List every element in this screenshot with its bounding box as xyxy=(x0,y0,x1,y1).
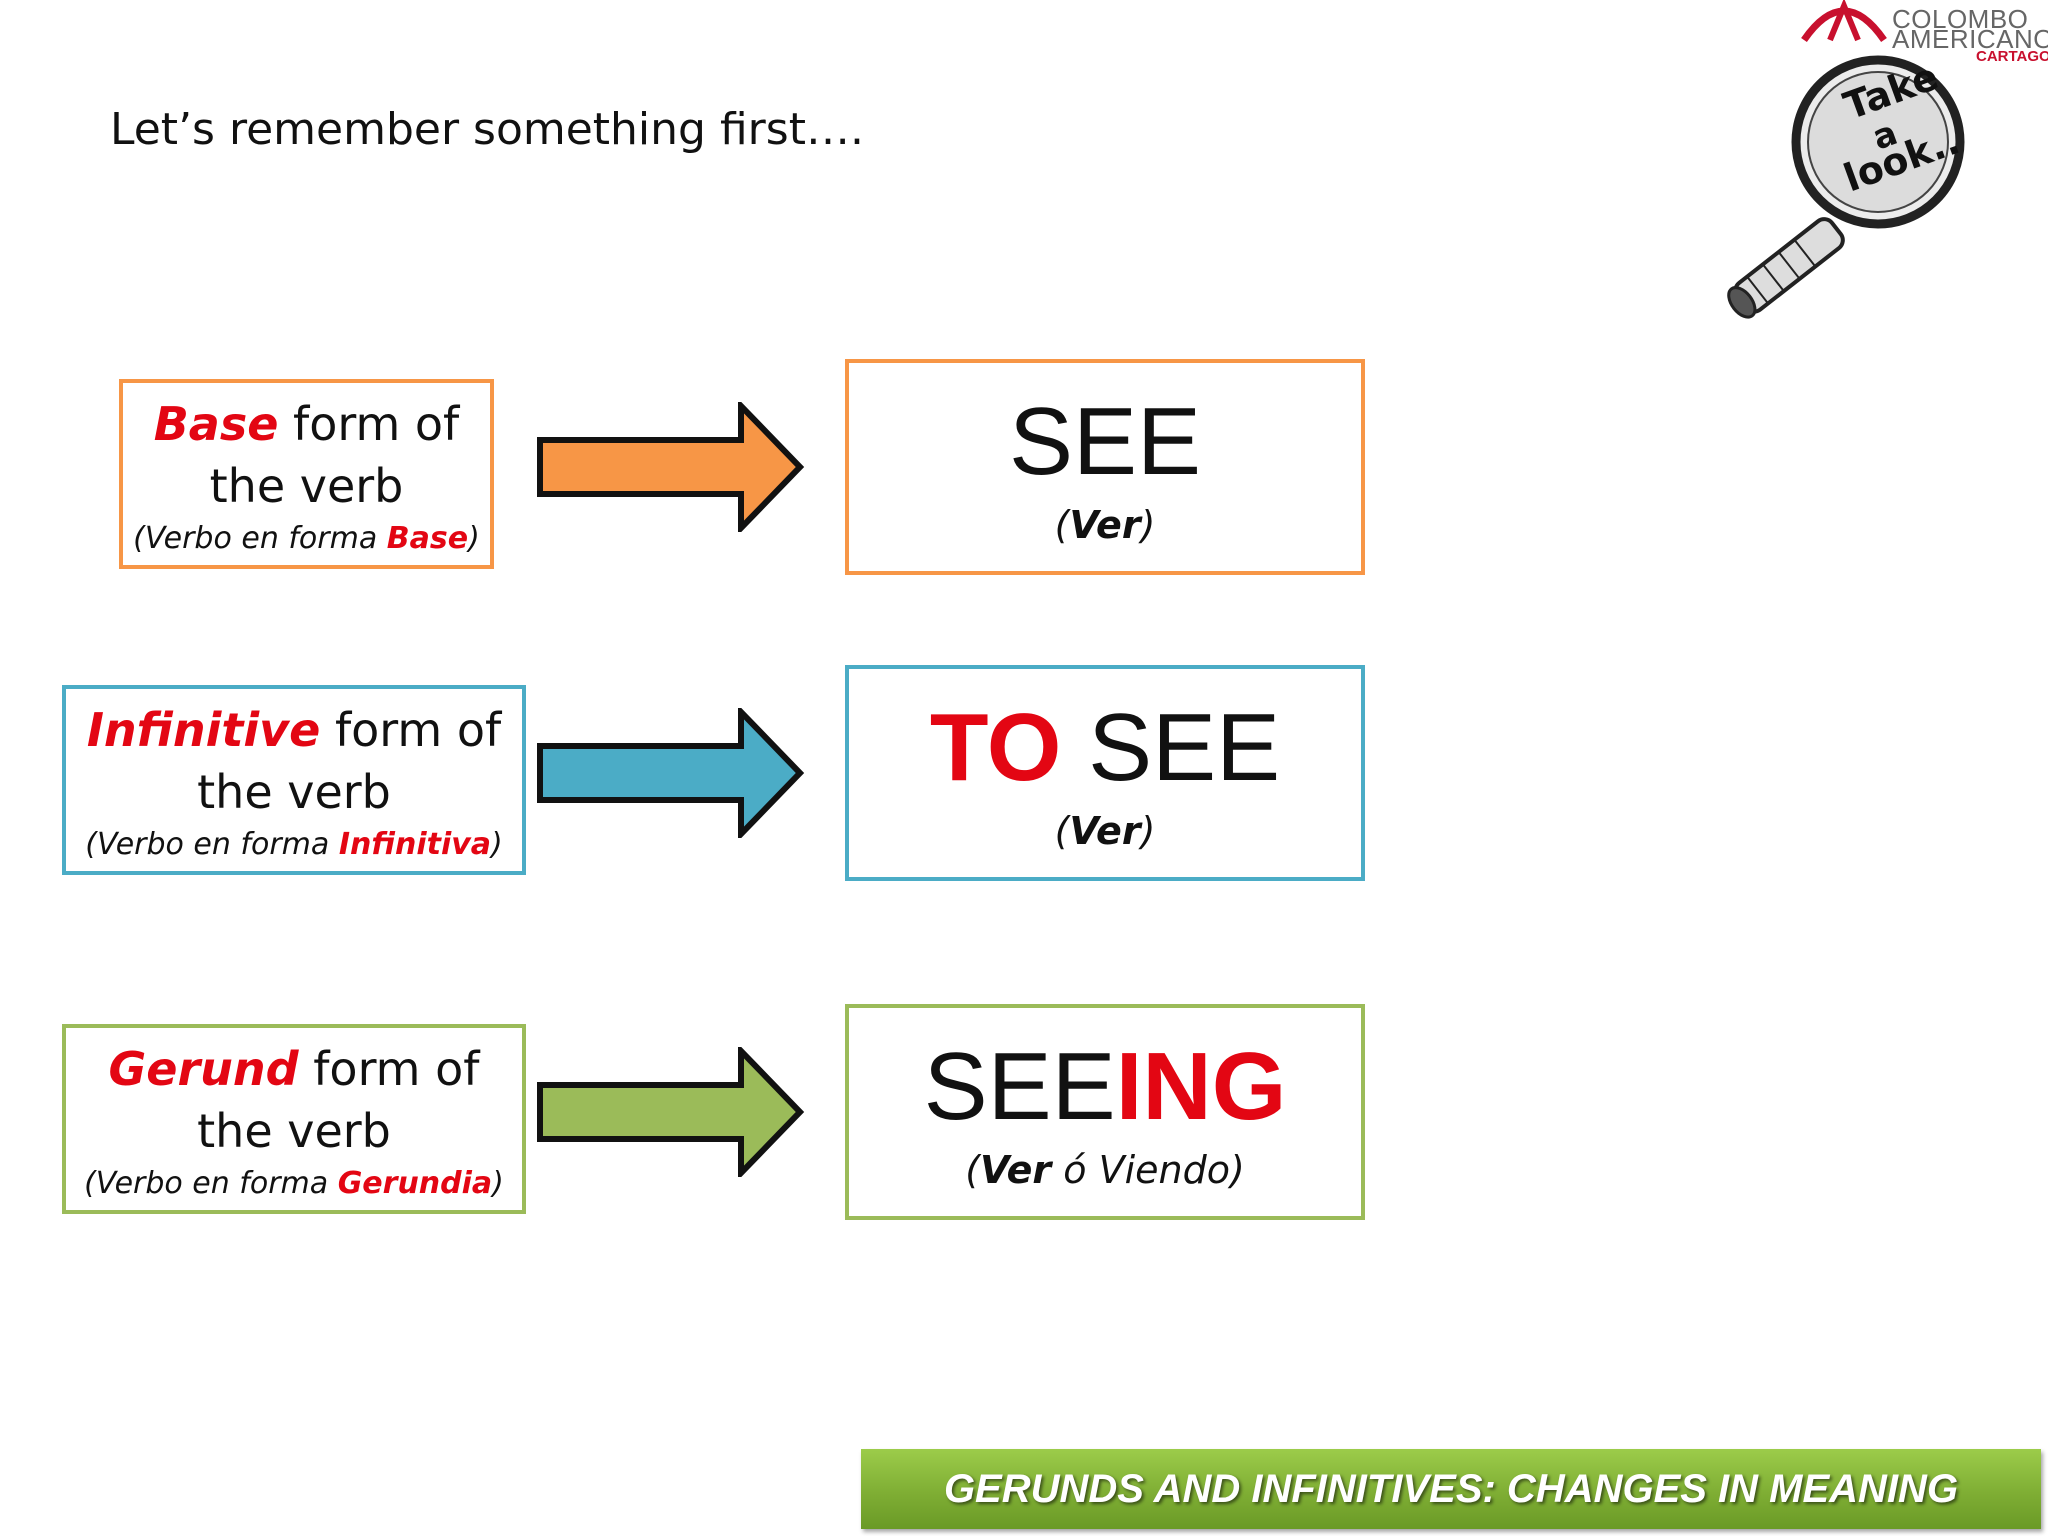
gerund-sub-suffix: ) xyxy=(492,1165,504,1201)
base-result-box: SEE (Ver) xyxy=(845,359,1365,575)
logo-line2: AMERICANO xyxy=(1892,24,2048,54)
base-sub-highlight: Base xyxy=(386,520,469,556)
gerund-sub-prefix: (Verbo en forma xyxy=(84,1165,338,1201)
gerund-meaning-bold: Ver xyxy=(980,1148,1052,1192)
gerund-sub-highlight: Gerundia xyxy=(337,1165,493,1201)
gerund-meaning-rest: ó Viendo xyxy=(1051,1148,1230,1192)
base-label-highlight: Base xyxy=(153,396,279,451)
base-sub-suffix: ) xyxy=(468,520,480,556)
infinitive-verb: SEE xyxy=(1061,694,1281,801)
gerund-label-highlight: Gerund xyxy=(108,1041,299,1096)
intro-text: Let’s remember something first…. xyxy=(110,104,864,155)
magnifying-glass-icon: Take a look.. xyxy=(1727,54,1965,319)
logo-line3: CARTAGO xyxy=(1976,48,2048,65)
infinitive-label-highlight: Infinitive xyxy=(86,702,321,757)
gerund-label-rest: form of the verb xyxy=(197,1041,480,1158)
base-label-rest: form of the verb xyxy=(209,396,460,513)
base-sub-prefix: (Verbo en forma xyxy=(133,520,387,556)
base-meaning-bold: Ver xyxy=(1069,503,1141,547)
infinitive-label-rest: form of the verb xyxy=(197,702,502,819)
base-verb: SEE xyxy=(1008,388,1202,495)
gerund-verb: SEE xyxy=(923,1033,1116,1140)
infinitive-result-box: TO SEE (Ver) xyxy=(845,665,1365,881)
right-arrow-icon xyxy=(537,402,805,532)
gerund-form-box: Gerund form of the verb (Verbo en forma … xyxy=(62,1024,526,1214)
logo-line1: COLOMBO xyxy=(1892,4,2029,34)
infinitive-verb-red-prefix: TO xyxy=(929,694,1062,801)
infinitive-sub-suffix: ) xyxy=(491,826,503,862)
logo-arch-icon xyxy=(1801,0,1887,43)
infinitive-sub-highlight: Infinitiva xyxy=(338,826,492,862)
infinitive-meaning-bold: Ver xyxy=(1069,809,1141,853)
base-form-box: Base form of the verb (Verbo en forma Ba… xyxy=(119,379,494,569)
right-arrow-icon xyxy=(537,1047,805,1177)
right-arrow-icon xyxy=(537,708,805,838)
footer-banner: GERUNDS AND INFINITIVES: CHANGES IN MEAN… xyxy=(861,1449,2041,1529)
footer-title: GERUNDS AND INFINITIVES: CHANGES IN MEAN… xyxy=(943,1466,1959,1511)
colombo-americano-logo: COLOMBO AMERICANO CARTAGO xyxy=(1800,0,2048,70)
infinitive-sub-prefix: (Verbo en forma xyxy=(85,826,339,862)
gerund-verb-red-suffix: ING xyxy=(1115,1033,1287,1140)
infinitive-form-box: Infinitive form of the verb (Verbo en fo… xyxy=(62,685,526,875)
gerund-result-box: SEEING (Ver ó Viendo) xyxy=(845,1004,1365,1220)
